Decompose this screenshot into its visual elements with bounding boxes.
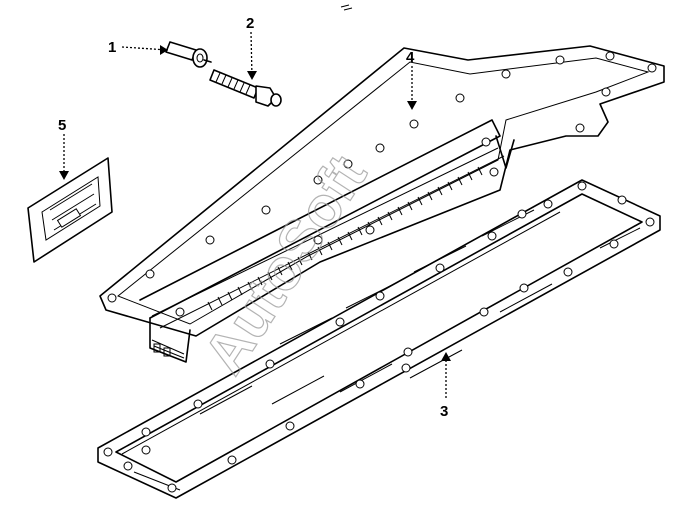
part-4-cover: [99, 45, 665, 363]
callout-5-label: 5: [58, 117, 66, 134]
callout-5: 5: [58, 117, 69, 180]
part-3-gasket: [97, 179, 661, 499]
callout-2: 2: [246, 15, 257, 80]
callout-3: 3: [440, 352, 451, 420]
cover-ribs: [207, 166, 483, 311]
part-2-bolt: [209, 69, 282, 107]
callout-1-label: 1: [108, 39, 116, 56]
top-mark: [340, 4, 353, 11]
callout-4: 4: [406, 49, 417, 110]
callout-1: 1: [108, 39, 169, 56]
callout-4-label: 4: [406, 49, 415, 66]
part-1-pin: [165, 41, 212, 68]
gasket-holes: [103, 181, 655, 493]
callout-2-label: 2: [246, 15, 254, 32]
callout-3-label: 3: [440, 403, 448, 420]
cover-bolt-holes: [107, 51, 657, 317]
part-5-label-plate: [27, 157, 113, 263]
